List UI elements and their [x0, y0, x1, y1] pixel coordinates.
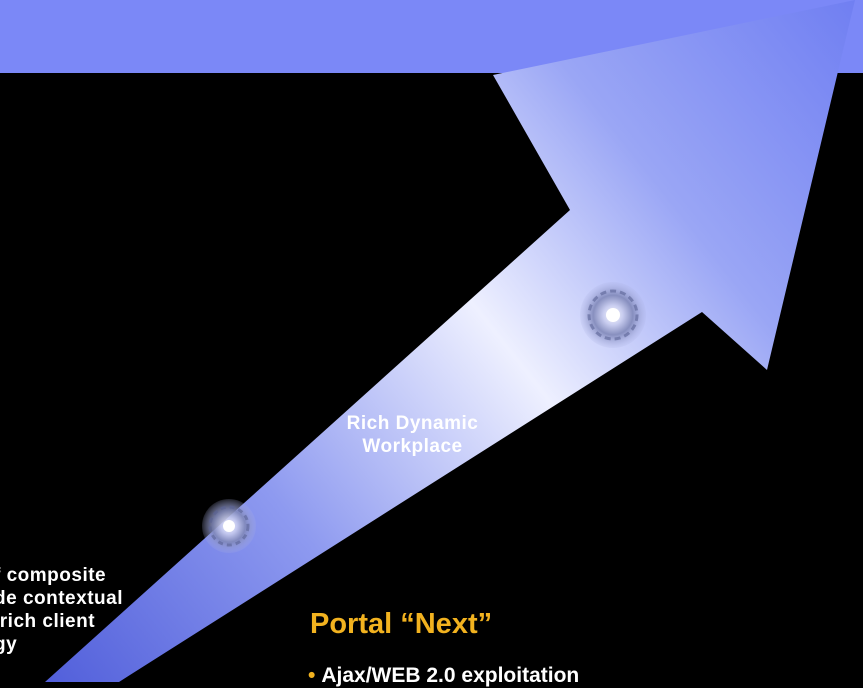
milestone-orb-icon: [580, 282, 646, 348]
clipped-description-line: f composite: [0, 565, 107, 586]
bullet-item: •Ajax/WEB 2.0 exploitation: [308, 664, 579, 688]
clipped-description-line: gy: [0, 634, 18, 655]
milestone-label: Rich Dynamic Workplace: [300, 412, 525, 458]
milestone-label-line: Rich Dynamic: [346, 413, 479, 434]
clipped-description-line: rich client: [0, 611, 96, 632]
clipped-description: f composite de contextual rich client gy: [0, 564, 123, 656]
milestone-label-line: Workplace: [362, 436, 463, 457]
milestone-orb-icon: [202, 499, 256, 553]
bullet-marker: •: [308, 664, 316, 687]
portal-heading: Portal “Next”: [310, 608, 493, 640]
clipped-description-line: de contextual: [0, 588, 123, 609]
arrow-shape: [45, 0, 855, 682]
bullet-text: Ajax/WEB 2.0 exploitation: [321, 664, 580, 687]
